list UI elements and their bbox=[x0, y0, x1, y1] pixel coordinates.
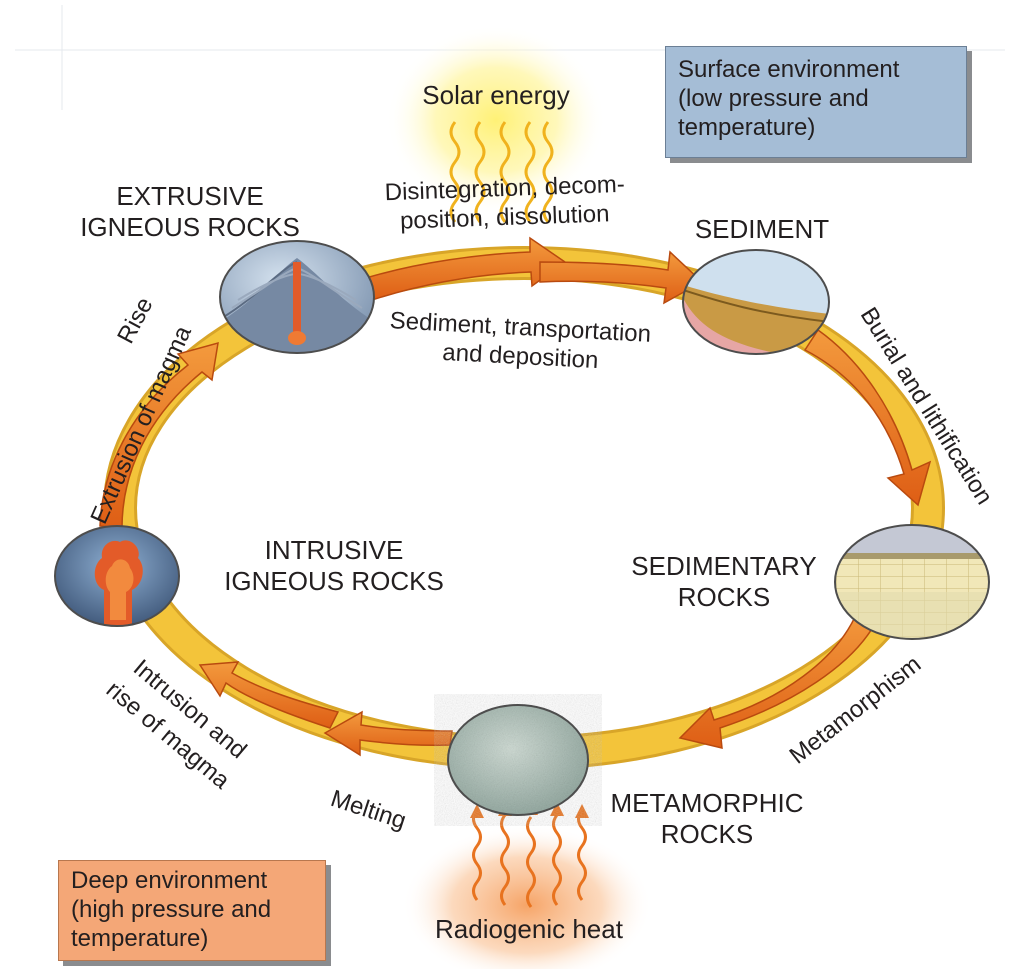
surface-environment-line1: Surface environment bbox=[678, 56, 900, 83]
sedimentary-label-line1: SEDIMENTARY bbox=[631, 551, 816, 581]
surface-environment-line2: (low pressure and bbox=[678, 85, 869, 112]
surface-environment-box: Surface environment (low pressure and te… bbox=[665, 46, 967, 158]
deep-environment-box: Deep environment (high pressure and temp… bbox=[58, 860, 326, 961]
sedimentary-label-line2: ROCKS bbox=[678, 582, 770, 612]
arrow-transport bbox=[539, 250, 704, 305]
arrow-intrusion bbox=[198, 661, 340, 729]
intrusive-label-line1: INTRUSIVE bbox=[265, 535, 404, 565]
extrusion-label-line1: Rise bbox=[112, 293, 158, 348]
metamorphic-label-line1: METAMORPHIC bbox=[610, 788, 803, 818]
arrow-burial bbox=[803, 328, 932, 507]
extrusion-label-line2: Extrusion of magma bbox=[85, 321, 197, 528]
deep-environment-line3: temperature) bbox=[71, 925, 209, 952]
extrusive-label-line1: EXTRUSIVE bbox=[116, 181, 263, 211]
deep-environment-line1: Deep environment bbox=[71, 867, 268, 894]
extrusive-label-line2: IGNEOUS ROCKS bbox=[80, 212, 300, 242]
metamorphic-rocks-image bbox=[447, 704, 589, 816]
transport-label-line2: and deposition bbox=[442, 339, 599, 374]
weathering-label-line2: position, dissolution bbox=[400, 200, 610, 234]
deep-environment-line2: (high pressure and bbox=[71, 896, 272, 923]
transport-label-line1: Sediment, transportation bbox=[389, 307, 652, 348]
melting-label: Melting bbox=[327, 785, 409, 835]
extrusive-igneous-image bbox=[219, 240, 375, 354]
intrusive-igneous-image bbox=[54, 525, 180, 627]
surface-environment-line3: temperature) bbox=[678, 114, 816, 141]
radiogenic-heat-label: Radiogenic heat bbox=[435, 914, 624, 944]
solar-rays bbox=[449, 121, 554, 223]
solar-glow bbox=[386, 25, 606, 215]
metamorphic-label-line2: ROCKS bbox=[661, 819, 753, 849]
arrow-melting bbox=[323, 710, 453, 757]
sediment-label: SEDIMENT bbox=[695, 214, 829, 244]
radiogenic-heat-arrows bbox=[472, 809, 587, 908]
intrusive-label-line2: IGNEOUS ROCKS bbox=[224, 566, 444, 596]
solar-energy-label: Solar energy bbox=[422, 80, 569, 110]
arrow-extrusion bbox=[99, 341, 219, 529]
